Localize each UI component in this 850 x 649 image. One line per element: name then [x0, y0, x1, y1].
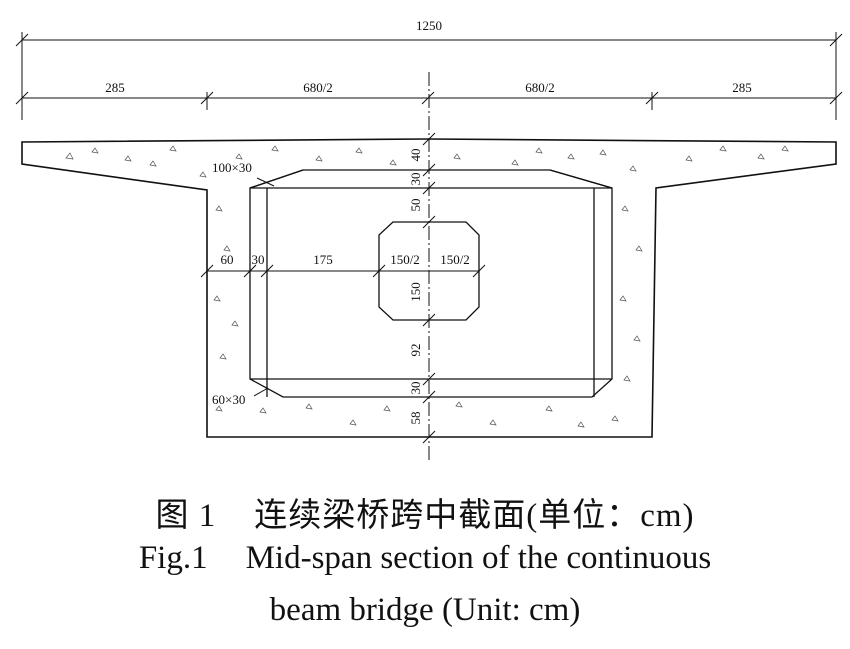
dim-right-cantilever: 285 — [732, 80, 752, 95]
dim-v-above-hole: 50 — [408, 199, 423, 212]
haunch-top-left — [249, 169, 304, 189]
bridge-section-drawing: 1250 285 680/2 680/2 285 100×30 60×30 60… — [15, 18, 843, 462]
caption-cn-label: 图 1 — [155, 498, 217, 534]
dim-v-top-slab: 40 — [408, 149, 423, 162]
dim-half-box-right: 680/2 — [525, 80, 555, 95]
dim-v-top-haunch: 30 — [408, 173, 423, 186]
dim-hole-half-left: 150/2 — [390, 252, 420, 267]
inner-cell-outline — [249, 169, 613, 398]
caption-chinese: 图 1 连续梁桥跨中截面(单位：cm) — [0, 488, 850, 536]
dim-web-outer: 60 — [221, 252, 234, 267]
dim-web-inner: 30 — [252, 252, 265, 267]
dim-v-below-hole: 92 — [408, 344, 423, 357]
dim-hole-half-right: 150/2 — [440, 252, 470, 267]
dim-total-width: 1250 — [416, 18, 442, 33]
section-outline — [21, 138, 837, 438]
dim-left-cantilever: 285 — [105, 80, 125, 95]
dim-haunch-bottom: 60×30 — [212, 392, 245, 407]
central-hole — [378, 221, 480, 321]
dim-v-bottom-slab: 58 — [408, 412, 423, 425]
dim-v-hole: 150 — [408, 282, 423, 302]
dim-interior-span: 175 — [313, 252, 333, 267]
dim-haunch-top: 100×30 — [212, 160, 252, 175]
caption-cn-text: 连续梁桥跨中截面(单位：cm) — [254, 498, 695, 534]
caption-en-label: Fig.1 — [138, 540, 208, 576]
dim-v-bottom-haunch: 30 — [408, 382, 423, 395]
caption-english-line2: beam bridge (Unit: cm) — [269, 592, 581, 628]
haunch-top-right — [549, 169, 613, 189]
caption-english-line1: Fig.1 Mid-span section of the continuous — [0, 540, 850, 577]
dim-half-box-left: 680/2 — [303, 80, 333, 95]
concrete-hatching — [65, 145, 789, 428]
caption-en-line1: Mid-span section of the continuous — [245, 540, 712, 576]
